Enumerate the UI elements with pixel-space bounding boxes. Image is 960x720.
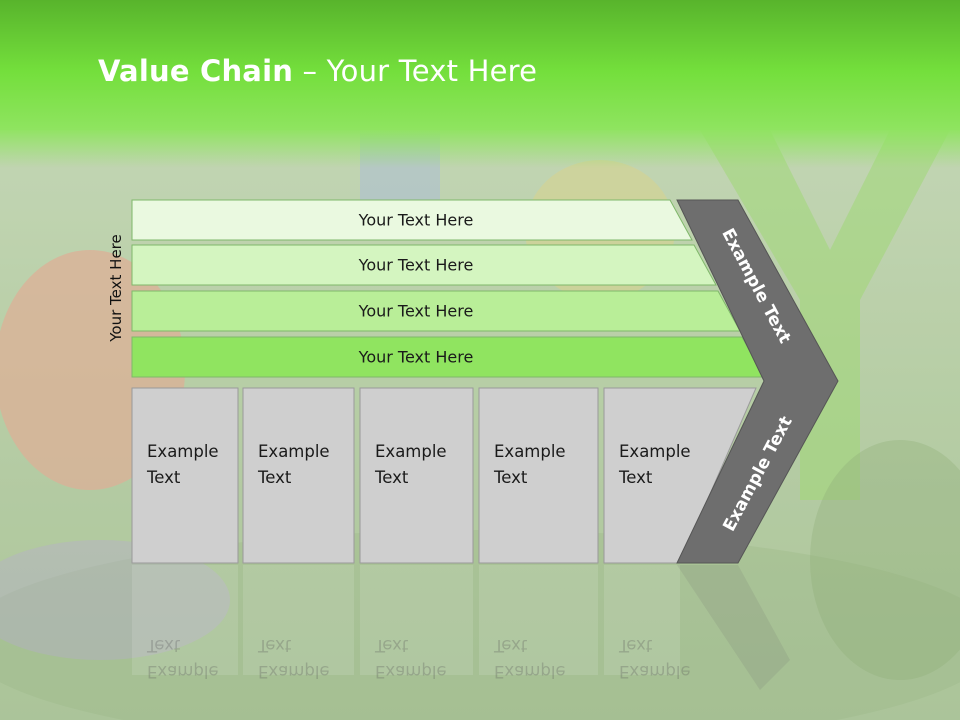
box-label-2: Example Text	[258, 442, 330, 487]
title-bold: Value Chain	[98, 54, 294, 88]
activity-box-2	[242, 387, 355, 564]
box-label-3: Example Text	[375, 442, 447, 487]
box-label-reflection-4: Example Text	[494, 636, 566, 681]
box-label-4: Example Text	[494, 442, 566, 487]
box-label-1: Example Text	[147, 442, 219, 487]
box-reflection-5	[604, 565, 680, 675]
activity-box-4	[478, 387, 599, 564]
box-reflection-3	[360, 565, 473, 675]
title-rest: – Your Text Here	[293, 54, 538, 88]
bar-label-3: Your Text Here	[358, 301, 474, 321]
box-reflection-4	[479, 565, 598, 675]
box-label-reflection-3: Example Text	[375, 636, 447, 681]
boxes-layer	[131, 387, 757, 675]
box-label-reflection-2: Example Text	[258, 636, 330, 681]
box-reflection-1	[132, 565, 238, 675]
slide-title: Value Chain – Your Text Here	[98, 54, 537, 88]
value-bar-2	[131, 244, 717, 286]
activity-box-3	[359, 387, 474, 564]
bars-layer	[131, 199, 765, 378]
vertical-label-text: Your Text Here	[107, 234, 125, 342]
margin-chevron	[676, 199, 839, 564]
value-bar-1	[131, 199, 693, 241]
bar-label-2: Your Text Here	[358, 255, 474, 275]
chevron-reflection	[677, 565, 790, 690]
box-label-reflection-1: Example Text	[147, 636, 219, 681]
chevron-layer	[676, 199, 839, 690]
activity-box-1	[131, 387, 239, 564]
box-label-5: Example Text	[619, 442, 691, 487]
bar-label-4: Your Text Here	[358, 347, 474, 367]
bar-label-1: Your Text Here	[358, 210, 474, 230]
box-reflection-2	[243, 565, 354, 675]
box-label-reflection-5: Example Text	[619, 636, 691, 681]
